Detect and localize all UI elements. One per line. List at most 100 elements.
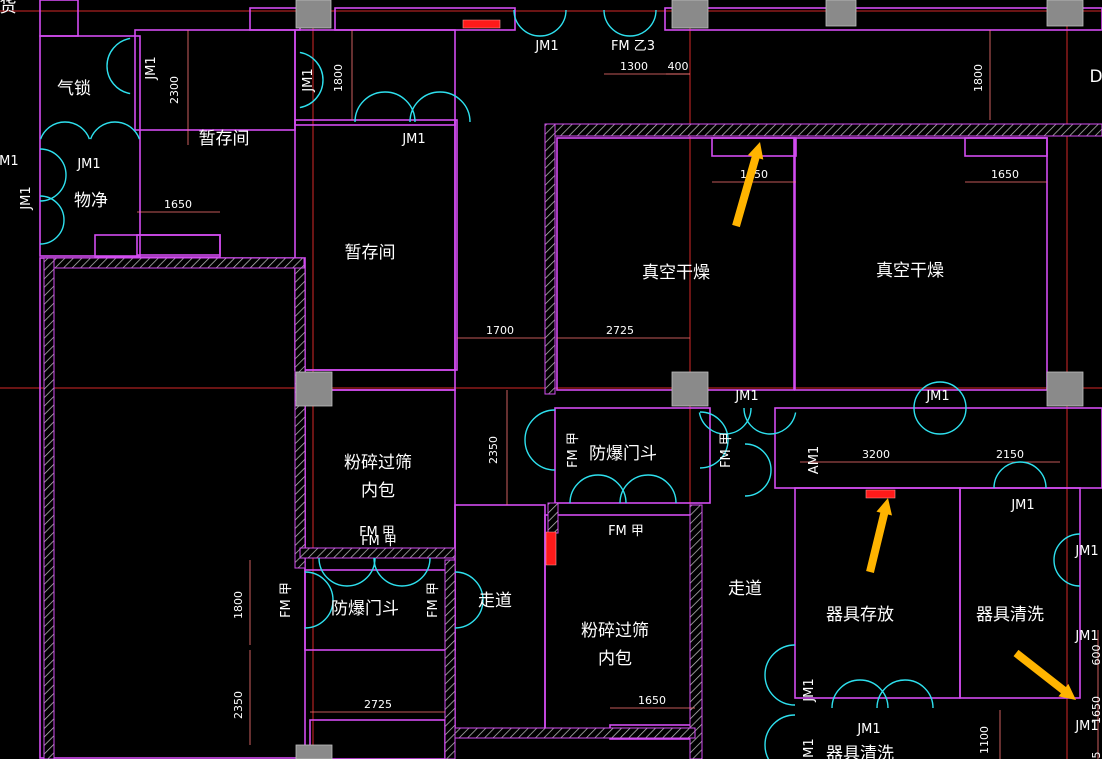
door-swing-arc — [603, 9, 657, 37]
dimension-value: 1650 — [164, 198, 192, 211]
door-swing-arc — [513, 9, 567, 37]
hatched-wall — [689, 504, 703, 759]
hatched-wall — [547, 502, 559, 534]
room-label: 走道 — [728, 579, 762, 599]
door-code-label: FM 甲 — [361, 534, 397, 549]
annotation-arrow — [1013, 649, 1076, 700]
dimension-value: 1800 — [232, 591, 245, 619]
dimension-value: 1650 — [1090, 696, 1102, 724]
room-label: 器具清洗 — [826, 744, 894, 759]
door-swing-arc — [106, 37, 131, 95]
wall — [554, 407, 711, 504]
wall — [959, 487, 1081, 699]
room-label: 器具清洗 — [976, 605, 1044, 625]
door-swing-arc — [764, 644, 796, 706]
door-code-label: JM1 — [0, 154, 19, 169]
door-swing-arc — [89, 121, 141, 140]
door-swing-arc — [454, 571, 484, 629]
room-label: 物净 — [74, 191, 108, 211]
room-label: 防爆门斗 — [331, 599, 399, 619]
dimension-value: 1800 — [332, 64, 345, 92]
door-swing-arc — [299, 51, 324, 109]
door-swing-arc — [569, 474, 627, 504]
wall — [39, 35, 141, 257]
door-swing-arc — [39, 195, 65, 245]
dimension-value: 1650 — [638, 694, 666, 707]
door-swing-arc — [913, 381, 967, 409]
door-swing-arc — [699, 411, 729, 469]
room-label: 粉碎过筛 — [344, 453, 412, 473]
hatched-wall — [544, 123, 556, 395]
dimension-value: 1300 — [620, 60, 648, 73]
door-code-label: FM 甲 — [426, 582, 441, 618]
dimension-value: 5 — [1090, 752, 1102, 759]
annotation-arrow — [732, 142, 764, 228]
door-code-label: FM 甲 — [608, 524, 644, 539]
door-code-label: FM 甲 — [359, 525, 395, 540]
door-swing-arc — [743, 407, 797, 435]
door-swing-arc — [876, 679, 934, 709]
door-swing-arc — [1053, 533, 1081, 587]
door-code-label: JM1 — [1074, 719, 1098, 734]
door-code-label: AM1 — [807, 446, 822, 474]
door-swing-arc — [993, 461, 1047, 489]
door-swing-arc — [913, 407, 967, 435]
dimension-value: 2725 — [364, 698, 392, 711]
structural-column — [1046, 371, 1084, 407]
door-swing-arc — [831, 679, 889, 709]
edge-label: 货 — [0, 0, 17, 17]
dimension-value: 600 — [1090, 645, 1102, 666]
dimension-value: 1800 — [972, 64, 985, 92]
dimension-value: 2350 — [232, 691, 245, 719]
door-code-label: JM1 — [856, 722, 880, 737]
room-label: 走道 — [478, 591, 512, 611]
door-code-label: JM1 — [301, 68, 316, 92]
door-code-label: JM1 — [19, 186, 34, 210]
red-marker — [545, 531, 557, 566]
door-code-label: JM1 — [534, 39, 558, 54]
wall — [454, 119, 458, 371]
room-label: 暂存间 — [199, 129, 250, 149]
structural-column — [295, 371, 333, 407]
dimension-value: 1100 — [978, 726, 991, 754]
dimension-value: 2300 — [168, 76, 181, 104]
markers-layer — [462, 19, 896, 566]
hatched-wall — [544, 123, 1102, 137]
red-marker — [865, 489, 896, 499]
doors-layer — [39, 9, 1081, 759]
door-code-label: FM 甲 — [566, 432, 581, 468]
edge-label: D — [1089, 67, 1102, 87]
door-swing-arc — [39, 121, 91, 140]
wall — [136, 234, 221, 256]
dimension-value: 3200 — [862, 448, 890, 461]
dimension-value: 1700 — [486, 324, 514, 337]
red-marker — [462, 19, 501, 29]
room-label: 粉碎过筛 — [581, 621, 649, 641]
room-label: 真空干燥 — [876, 261, 944, 281]
structural-column — [671, 371, 709, 407]
dimension-value: 1650 — [991, 168, 1019, 181]
door-code-label: FM 甲 — [719, 432, 734, 468]
dimensions-layer: 2300180013004001800165016501650170027252… — [137, 30, 1102, 759]
room-label: 气锁 — [57, 79, 91, 99]
door-swing-arc — [409, 91, 471, 123]
door-code-label: JM1 — [1010, 498, 1034, 513]
structural-column — [295, 744, 333, 759]
room-label: 真空干燥 — [642, 263, 710, 283]
door-code-label: JM1 — [802, 678, 817, 702]
door-code-label: FM 乙3 — [611, 39, 655, 54]
door-code-label: JM1 — [802, 738, 817, 759]
door-code-label: JM1 — [1074, 629, 1098, 644]
structural-column — [671, 0, 709, 29]
structural-column — [1046, 0, 1084, 27]
structural-column — [295, 0, 332, 29]
door-code-label: JM1 — [401, 132, 425, 147]
hatched-wall — [294, 267, 306, 569]
hatched-wall — [299, 547, 456, 559]
door-swing-arc — [318, 557, 376, 587]
columns-layer — [295, 0, 1084, 759]
hatched-wall — [454, 727, 696, 739]
door-swing-arc — [524, 409, 556, 471]
